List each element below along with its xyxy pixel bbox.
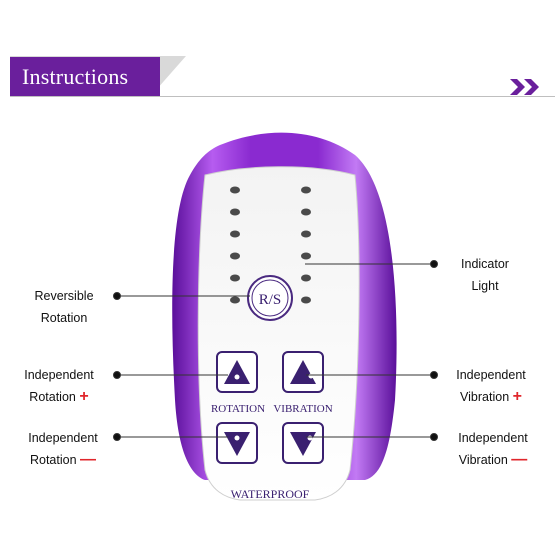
minus-sign: — xyxy=(80,451,97,468)
control-panel xyxy=(197,166,360,501)
rotation-label: ROTATION xyxy=(211,403,265,415)
plus-sign: + xyxy=(79,388,89,405)
header-divider xyxy=(10,96,555,97)
callout-vibration-plus: Independent Vibration + xyxy=(456,368,526,405)
plus-sign: + xyxy=(512,388,522,405)
rs-button: R/S xyxy=(247,275,293,321)
rotation-down-button xyxy=(216,422,258,464)
vibration-label: VIBRATION xyxy=(273,403,332,415)
vibration-up-button xyxy=(282,351,324,393)
page-title: Instructions xyxy=(10,57,160,97)
waterproof-label: WATERPROOF xyxy=(231,487,310,501)
rotation-up-button xyxy=(216,351,258,393)
indicator-lights-left xyxy=(230,186,240,304)
callout-rotation-minus: Independent Rotation — xyxy=(28,431,98,468)
minus-sign: — xyxy=(511,451,528,468)
vibration-down-button xyxy=(282,422,324,464)
callout-rotation-plus: Independent Rotation + xyxy=(24,368,94,405)
callout-vibration-minus: Independent Vibration — xyxy=(458,431,528,468)
callout-reversible-rotation: Reversible Rotation xyxy=(34,289,94,325)
callout-indicator-light: Indicator Light xyxy=(461,257,509,293)
indicator-lights-right xyxy=(301,186,311,304)
rs-button-label: R/S xyxy=(259,292,282,308)
double-chevron-right-icon[interactable] xyxy=(510,77,544,97)
device-illustration: R/S ROTATION VIBRATION WATERPROOF xyxy=(172,132,397,501)
